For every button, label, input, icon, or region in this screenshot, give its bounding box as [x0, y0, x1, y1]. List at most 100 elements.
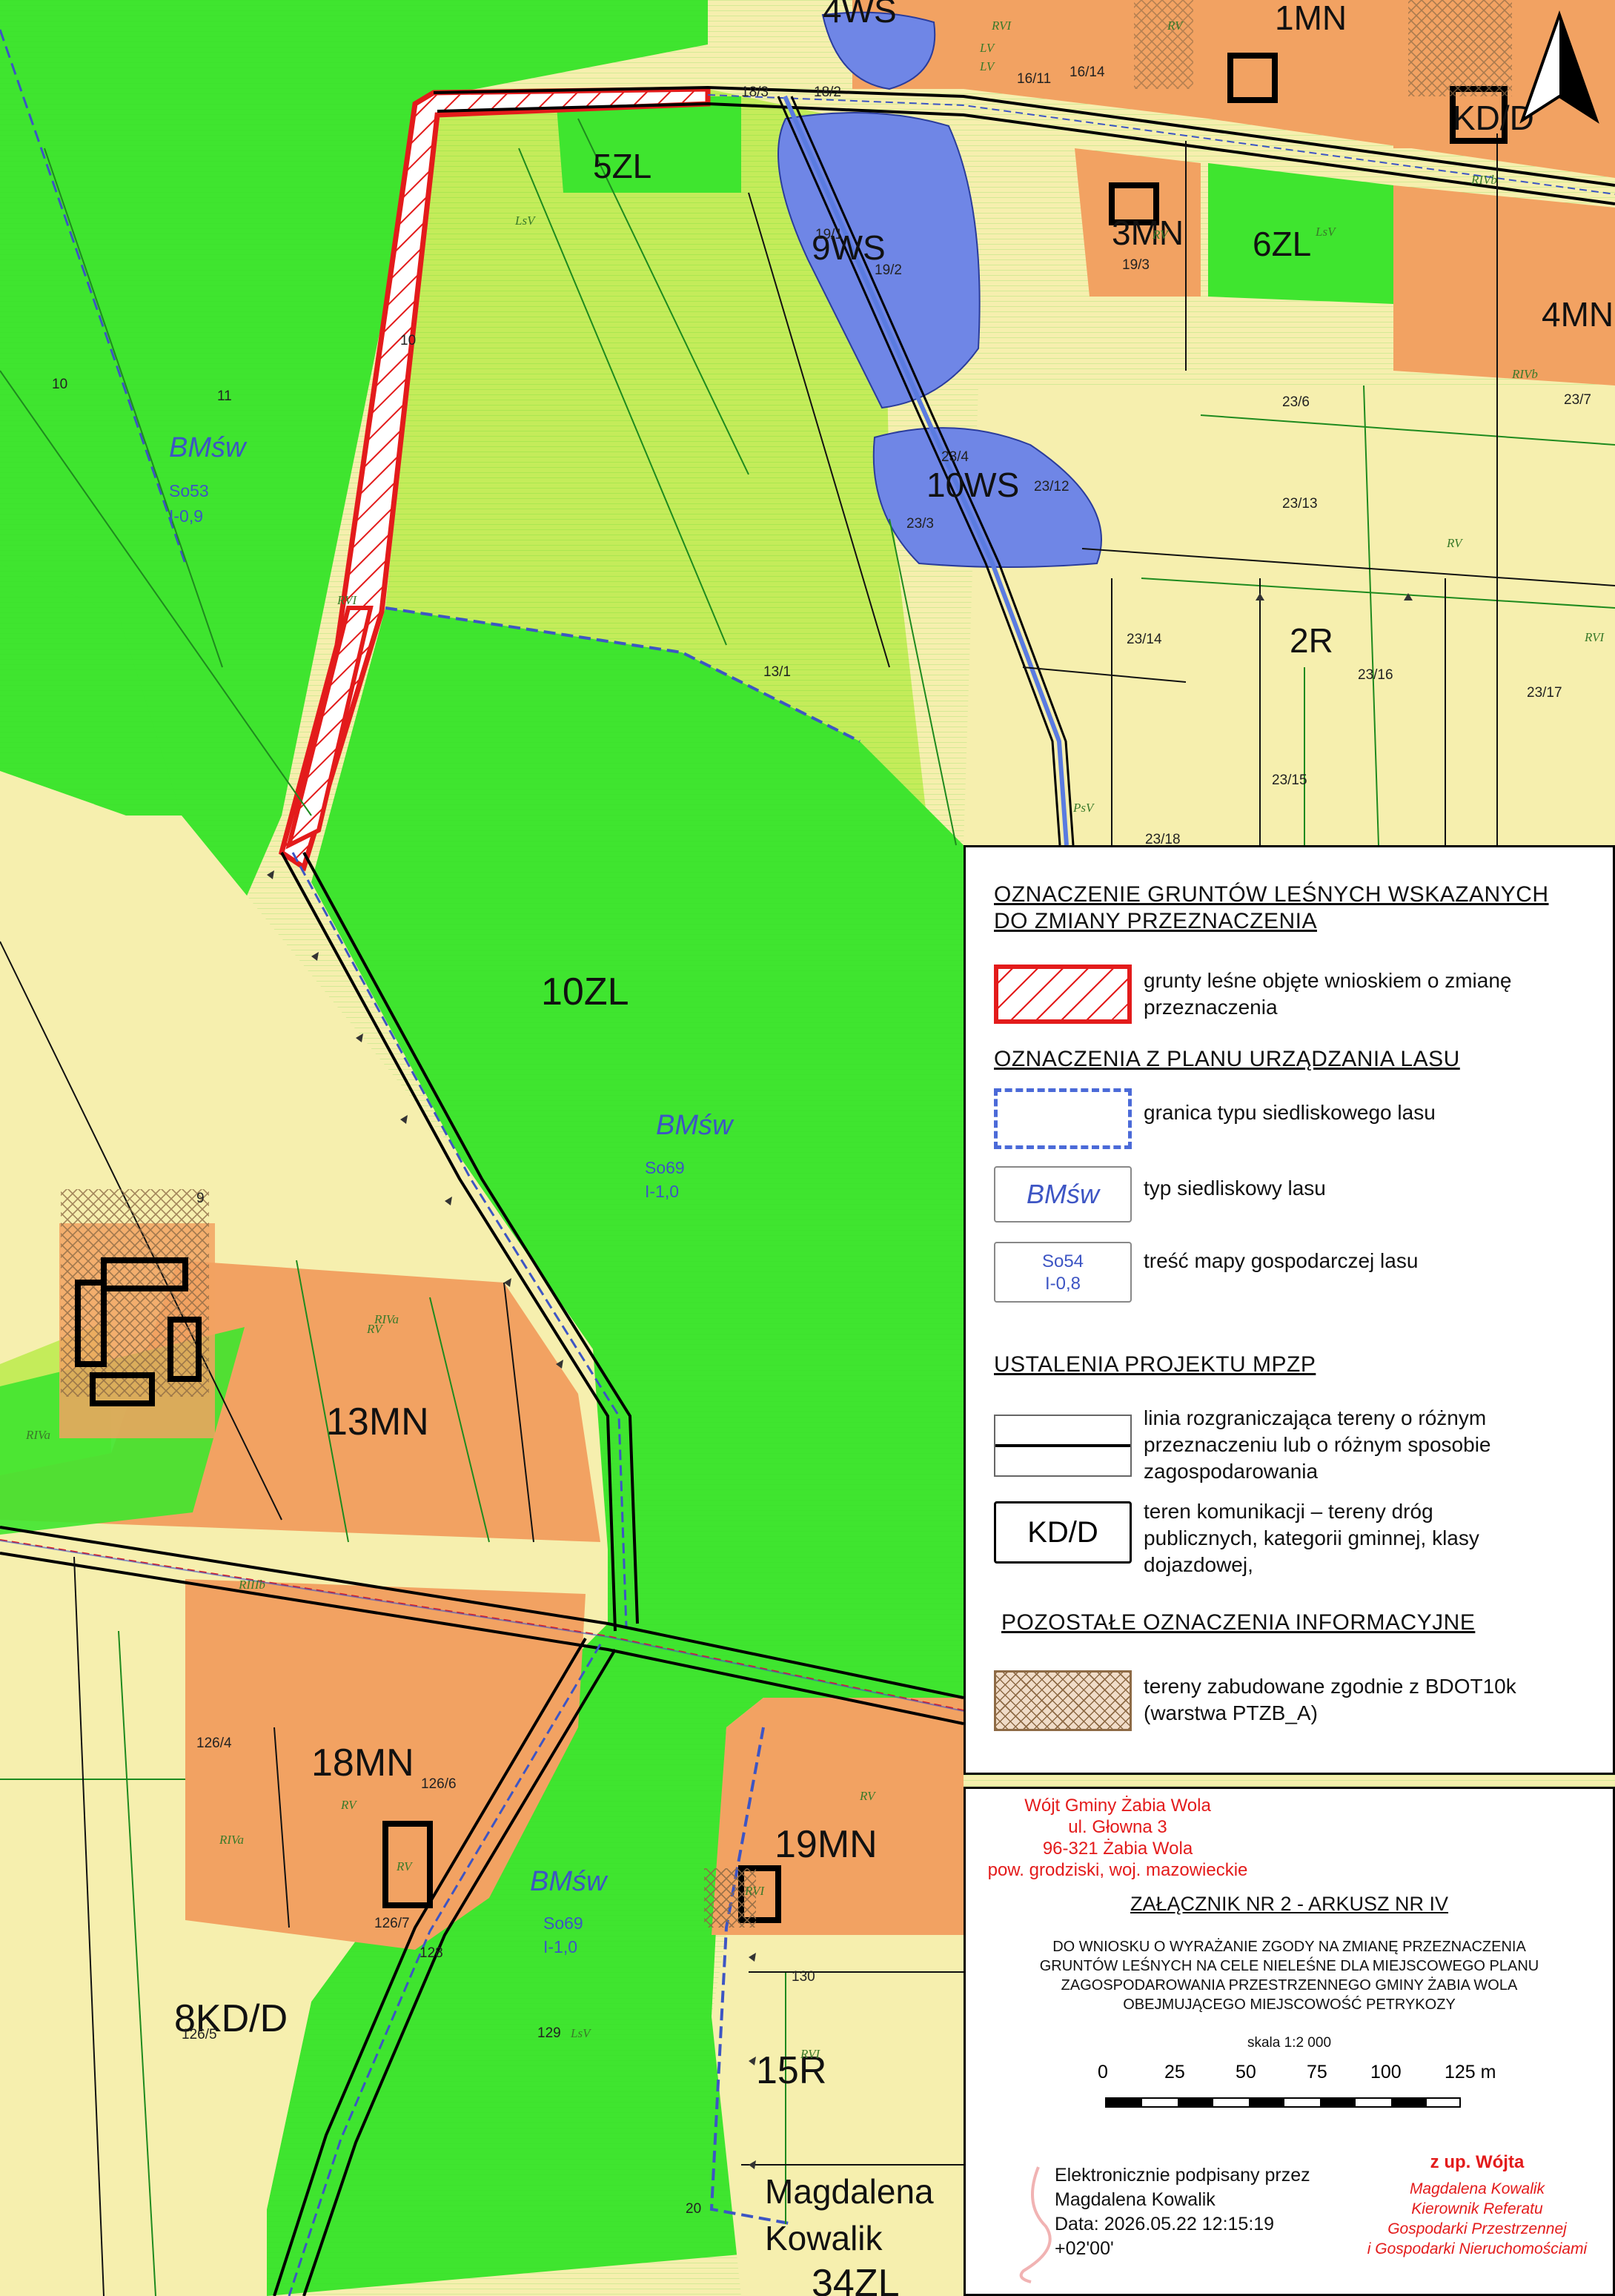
soil-class: LsV — [514, 214, 537, 228]
annex-title: ZAŁĄCZNIK NR 2 - ARKUSZ NR IV — [1130, 1893, 1449, 1915]
soil-class: RV — [859, 1789, 877, 1803]
signature-name: Kowalik — [765, 2219, 883, 2257]
stand-code: So69 — [543, 1913, 583, 1933]
stand-code: So53 — [169, 481, 209, 500]
legend-heading: USTALENIA PROJEKTU MPZP — [994, 1352, 1316, 1377]
plot-label: 126/5 — [182, 2027, 217, 2042]
habitat-type: BMśw — [169, 432, 248, 463]
unit-4mn: 4MN — [1542, 295, 1614, 334]
soil-class: RIVa — [219, 1833, 244, 1847]
soil-class: RV — [396, 1859, 414, 1873]
plot-label: 19/1 — [815, 227, 843, 242]
soil-class: RVI — [336, 593, 357, 607]
document-description: DO WNIOSKU O WYRAŻANIE ZGODY NA ZMIANĘ P… — [1039, 1939, 1539, 2013]
legend-symbol-habitat-border — [994, 1088, 1132, 1149]
unit-34zl: 34ZL — [812, 2262, 900, 2296]
title-block: Wójt Gminy Żabia Wola ul. Głowna 3 96-32… — [964, 1787, 1615, 2296]
forest-6zl — [1208, 163, 1393, 304]
plot-label: 19/2 — [875, 262, 902, 278]
water-4ws — [821, 11, 936, 90]
building-group — [75, 53, 1508, 1923]
legend-item: teren komunikacji – tereny dróg publiczn… — [1144, 1500, 1479, 1576]
plot-label: 23/17 — [1527, 685, 1562, 701]
legend-symbol-stand: So54 I-0,8 — [994, 1242, 1132, 1303]
unit-1mn: 1MN — [1275, 0, 1347, 37]
signature-scribble-icon — [1019, 2166, 1052, 2283]
soil-class: LsV — [570, 2026, 592, 2040]
unit-3mn: 3MN — [1112, 214, 1184, 252]
soil-class: RVI — [991, 19, 1012, 33]
legend-item: typ siedliskowy lasu — [1144, 1177, 1326, 1200]
stand-code: I-1,0 — [645, 1182, 679, 1201]
habitat-type: BMśw — [656, 1110, 734, 1141]
legend-heading: POZOSTAŁE OZNACZENIA INFORMACYJNE — [1001, 1610, 1476, 1635]
plot-label: 128 — [419, 1945, 443, 1961]
plot-label: 23/15 — [1272, 772, 1307, 788]
residential-19mn — [712, 1698, 964, 1935]
plot-label: 129 — [537, 2025, 561, 2041]
plot-label: 23/3 — [906, 516, 934, 532]
soil-class: LV — [979, 59, 996, 73]
legend-symbol-habitat-type: BMśw — [994, 1166, 1132, 1223]
plot-label: 23/4 — [941, 449, 969, 465]
soil-class: RV — [1152, 228, 1170, 242]
plot-label: 23/16 — [1358, 667, 1393, 683]
plot-label: 126/4 — [196, 1736, 232, 1751]
unit-15r: 15R — [756, 2049, 826, 2092]
legend-symbol-boundary-line — [994, 1415, 1132, 1477]
soil-class: RIVa — [25, 1428, 50, 1442]
unit-19mn: 19MN — [775, 1823, 878, 1866]
stand-code: I-1,0 — [543, 1937, 577, 1956]
plot-label: 18/2 — [814, 85, 841, 100]
approval-signatory: Magdalena Kowalik Kierownik Referatu Gos… — [1367, 2180, 1588, 2257]
unit-2r: 2R — [1290, 621, 1333, 660]
plot-label: 18/3 — [741, 85, 769, 100]
unit-8kdd: 8KD/D — [174, 1997, 288, 2040]
map-scale: skala 1:2 000 — [1247, 2035, 1332, 2051]
plot-label: 23/7 — [1564, 392, 1591, 408]
soil-class: PsV — [1072, 801, 1095, 815]
farmland-2r — [964, 386, 1615, 845]
legend-heading: OZNACZENIA Z PLANU URZĄDZANIA LASU — [994, 1047, 1460, 1071]
water-10ws — [872, 427, 1102, 568]
scale-bar: 0 25 50 75 100 125 m — [1098, 2062, 1496, 2121]
soil-class: LV — [979, 41, 996, 55]
soil-class: LsV — [1315, 225, 1337, 239]
legend-item: granica typu siedliskowego lasu — [1144, 1101, 1436, 1124]
soil-class: RVI — [1584, 630, 1605, 644]
plot-label: 10 — [52, 377, 67, 392]
plot-label: 13/1 — [763, 664, 791, 680]
water-9ws — [777, 112, 981, 409]
unit-kdd-top: KD/D — [1453, 99, 1534, 137]
plot-label: 23/12 — [1034, 479, 1070, 494]
soil-class: RVI — [744, 1884, 765, 1898]
plot-label: 11 — [217, 388, 232, 404]
legend-symbol-application-area — [994, 965, 1132, 1024]
legend-item: treść mapy gospodarczej lasu — [1144, 1249, 1419, 1272]
plot-label: 126/6 — [421, 1776, 457, 1792]
plot-label: 20 — [686, 2201, 701, 2217]
digital-signature: Elektronicznie podpisany przez Magdalena… — [1055, 2165, 1310, 2259]
signature-name: Magdalena — [765, 2172, 934, 2211]
north-arrow-icon — [1519, 10, 1599, 124]
plot-label: 9 — [196, 1191, 205, 1206]
unit-10ws: 10WS — [926, 466, 1019, 504]
unit-5zl: 5ZL — [593, 147, 651, 185]
residential-18mn — [185, 1579, 586, 1950]
plot-label: 126/7 — [374, 1916, 410, 1931]
soil-class: RV — [1446, 536, 1464, 550]
plot-label: 23/18 — [1145, 832, 1181, 847]
map-legend: OZNACZENIE GRUNTÓW LEŚNYCH WSKAZANYCH DO… — [964, 845, 1615, 1775]
soil-class: RV — [340, 1798, 358, 1812]
plot-label: 23/14 — [1127, 632, 1162, 647]
legend-symbol-road: KD/D — [994, 1501, 1132, 1564]
habitat-type: BMśw — [530, 1866, 608, 1897]
unit-4ws: 4WS — [823, 0, 897, 30]
stand-code: I-0,9 — [169, 506, 203, 526]
approval-heading: z up. Wójta — [1430, 2152, 1525, 2172]
unit-18mn: 18MN — [311, 1741, 414, 1784]
legend-item: grunty leśne objęte wnioskiem o zmianę p… — [1144, 969, 1512, 1019]
plot-label: 130 — [792, 1969, 815, 1985]
unit-13mn: 13MN — [326, 1400, 429, 1443]
unit-9ws: 9WS — [812, 228, 886, 267]
